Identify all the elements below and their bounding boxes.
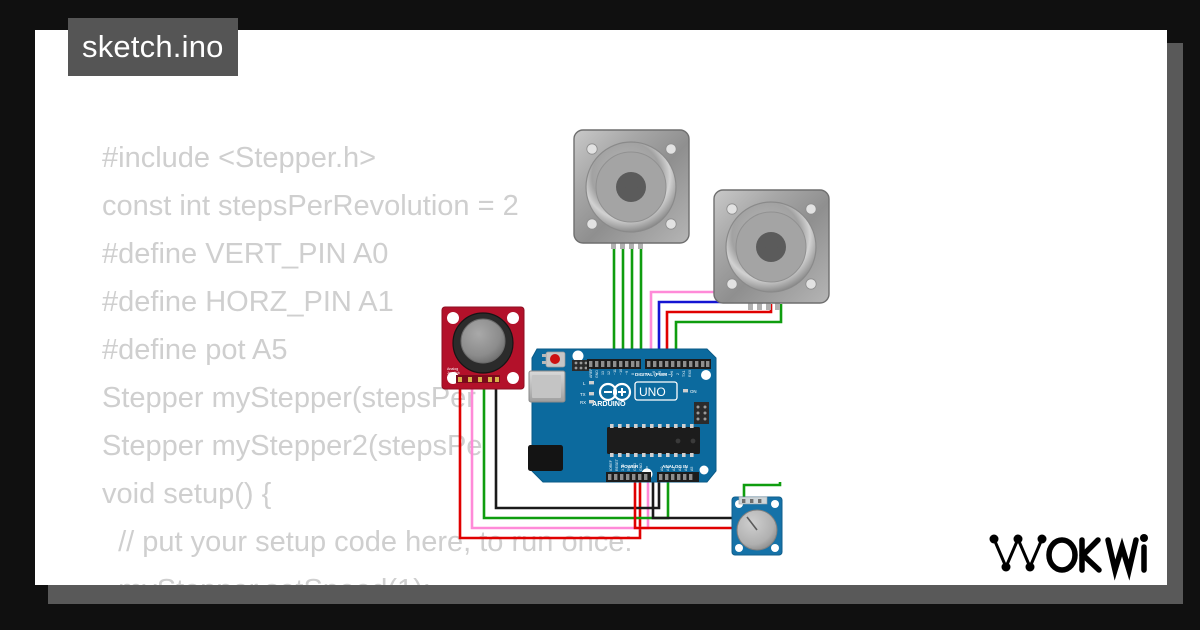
svg-text:~6: ~6 — [652, 371, 656, 375]
svg-text:~3: ~3 — [670, 371, 674, 375]
bottom-header-labels: IOREF RESET 3.3V 5V GND GND Vin A0 A1 A2… — [609, 458, 694, 471]
svg-text:L: L — [583, 381, 586, 386]
digital-pwm-label: DIGITAL (PWM ~) — [635, 372, 673, 377]
svg-text:A2: A2 — [672, 467, 676, 471]
svg-text:A1: A1 — [666, 467, 670, 471]
svg-text:~9: ~9 — [625, 371, 629, 375]
svg-text:ARDUINO: ARDUINO — [592, 399, 626, 408]
icsp-header-2 — [694, 402, 709, 424]
file-tab-sketch-ino[interactable]: sketch.ino — [68, 18, 238, 76]
stepper-motor-1[interactable] — [573, 129, 690, 249]
svg-text:13: 13 — [601, 371, 605, 375]
svg-text:8: 8 — [631, 373, 635, 375]
svg-text:A3: A3 — [678, 467, 682, 471]
arduino-uno-board[interactable]: AREF GND 13 12 ~11 ~10 ~9 8 7 ~6 ~5 4 ~3… — [528, 348, 717, 483]
power-pin-header[interactable] — [606, 472, 651, 482]
svg-text:RESET: RESET — [615, 458, 619, 471]
analog-pin-header[interactable] — [657, 472, 699, 482]
svg-text:Joystick: Joystick — [447, 371, 460, 375]
potentiometer-pin-header — [738, 496, 768, 505]
potentiometer-module[interactable] — [731, 496, 783, 556]
svg-text:UNO: UNO — [639, 385, 666, 399]
svg-text:~11: ~11 — [613, 369, 617, 375]
power-jack — [528, 445, 563, 471]
svg-text:TX1: TX1 — [682, 370, 686, 377]
svg-text:GND: GND — [639, 463, 643, 471]
svg-text:GND: GND — [633, 463, 637, 471]
svg-text:IOREF: IOREF — [609, 459, 613, 471]
atmega-chip — [607, 424, 700, 457]
circuit-diagram: Analog Joystick — [441, 129, 830, 556]
wire-group-motor1-digital — [612, 244, 643, 364]
arduino-branding: ARDUINO UNO — [592, 381, 678, 408]
digital-pin-header[interactable] — [587, 359, 711, 369]
wokwi-logo-mark — [989, 534, 1148, 581]
svg-text:RX: RX — [580, 400, 586, 405]
status-leds: L TX RX ON — [580, 381, 697, 405]
svg-text:7: 7 — [646, 373, 650, 375]
svg-text:12: 12 — [607, 371, 611, 375]
svg-text:~5: ~5 — [658, 371, 662, 375]
svg-text:A5: A5 — [690, 467, 694, 471]
svg-text:Vin: Vin — [645, 466, 649, 471]
power-label: POWER — [621, 464, 639, 469]
svg-text:RX0: RX0 — [688, 370, 692, 377]
svg-text:GND: GND — [595, 370, 599, 378]
svg-text:TX: TX — [580, 392, 586, 397]
wire-group-joystick — [458, 386, 670, 540]
svg-text:A0: A0 — [660, 467, 664, 471]
svg-text:~10: ~10 — [619, 369, 623, 375]
svg-text:2: 2 — [676, 373, 680, 375]
reset-button[interactable] — [542, 351, 566, 368]
analog-joystick[interactable]: Analog Joystick — [441, 306, 525, 390]
icsp-header-1 — [572, 360, 589, 371]
stepper-motor-2[interactable] — [713, 189, 830, 310]
digital-header-labels: AREF GND 13 12 ~11 ~10 ~9 8 7 ~6 ~5 4 ~3… — [589, 368, 692, 378]
svg-text:4: 4 — [664, 373, 668, 375]
joystick-pin-header — [456, 375, 500, 383]
project-canvas: #include <Stepper.h> const int stepsPerR… — [35, 30, 1167, 585]
svg-text:AREF: AREF — [589, 368, 593, 378]
svg-text:Analog: Analog — [447, 367, 458, 371]
svg-text:A4: A4 — [684, 467, 688, 471]
svg-text:3.3V: 3.3V — [621, 463, 625, 471]
svg-text:5V: 5V — [627, 466, 631, 471]
svg-text:ON: ON — [690, 389, 697, 394]
wokwi-logo — [988, 529, 1148, 586]
analog-in-label: ANALOG IN — [662, 464, 688, 469]
usb-connector — [528, 370, 566, 403]
